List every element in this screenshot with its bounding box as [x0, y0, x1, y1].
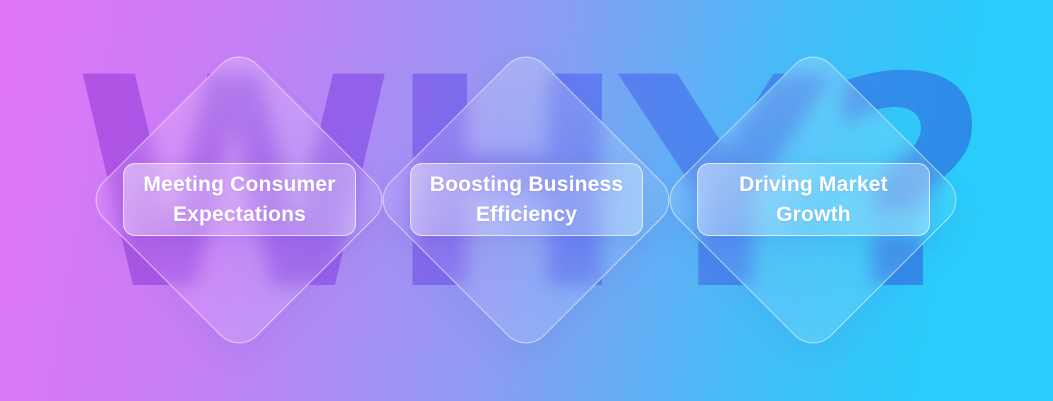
card-label-line: Meeting Consumer	[143, 172, 336, 196]
card-label-line: Boosting Business	[429, 172, 624, 196]
card-label-line: Driving Market	[739, 172, 888, 196]
card-label-line: Growth	[776, 202, 851, 226]
card-meeting-consumer-expectations: Meeting Consumer Expectations	[123, 163, 356, 236]
card-label-line: Efficiency	[475, 202, 578, 226]
card-boosting-business-efficiency: Boosting Business Efficiency	[410, 163, 643, 236]
card-driving-market-growth: Driving Market Growth	[697, 163, 930, 236]
card-label-line: Expectations	[172, 202, 307, 226]
